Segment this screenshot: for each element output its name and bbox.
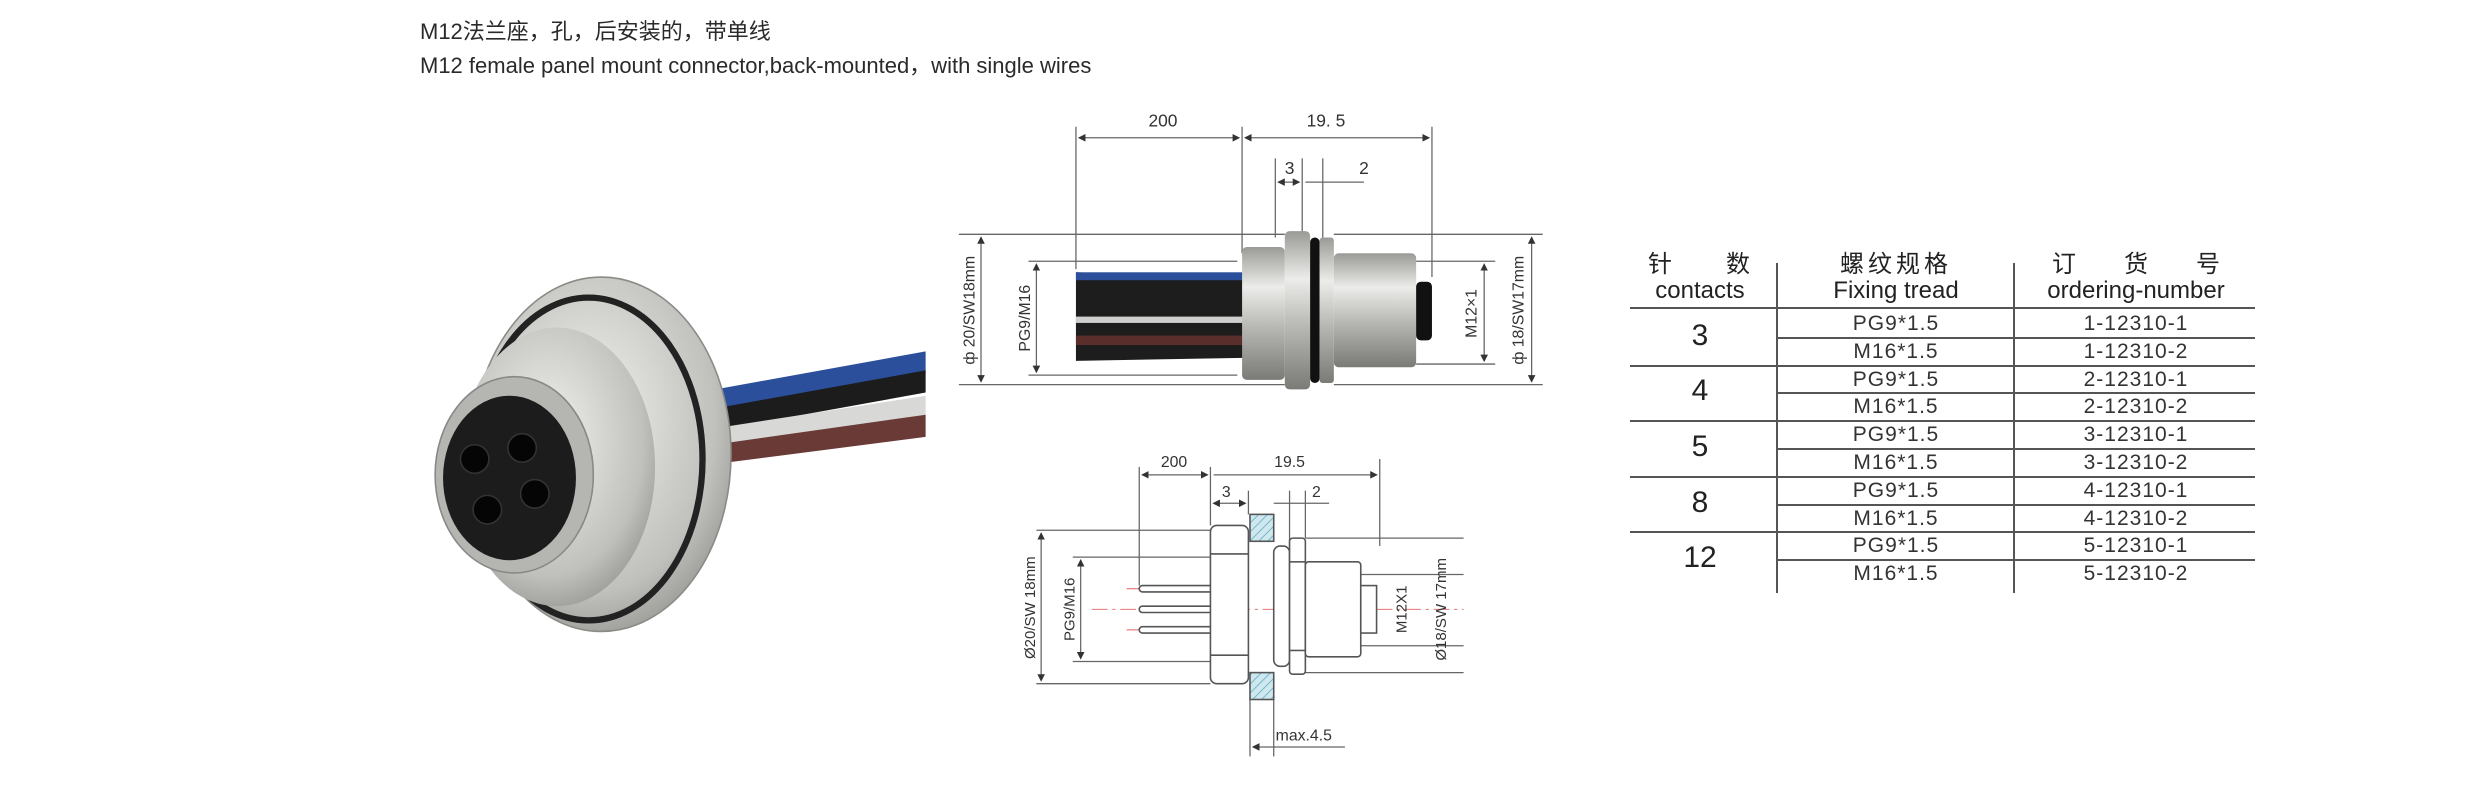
- wires: [680, 351, 926, 469]
- contacts-value: 12: [1683, 541, 1717, 575]
- dim-flange: 2: [1359, 158, 1369, 178]
- header-contacts-cn: 针 数: [1648, 251, 1752, 278]
- dim-flange: 2: [1312, 484, 1321, 501]
- socket-insert: [443, 395, 576, 561]
- contacts-value: 3: [1691, 318, 1709, 352]
- dim-nut: 3: [1285, 158, 1295, 178]
- label-body-diameter: Ø18/SW 17mm: [1433, 558, 1450, 661]
- row-rule: [1776, 559, 2255, 562]
- header-contacts-en: contacts: [1655, 277, 1745, 304]
- dimension-labels-top: 200 19. 5 3 2 ф 20/SW18mm PG9/M16 M12×1 …: [962, 111, 1528, 365]
- thread-value: PG9*1.5: [1852, 423, 1940, 447]
- group-rule: [1630, 531, 2255, 534]
- order-number: 4-12310-2: [2083, 506, 2189, 530]
- header-rule: [1630, 307, 2255, 309]
- connector-side-photo: [1075, 231, 1432, 390]
- title-chinese: M12法兰座，孔，后安装的，带单线: [420, 19, 771, 44]
- column-divider: [2013, 263, 2015, 593]
- header-thread-en: Fixing tread: [1833, 277, 1959, 304]
- dimension-labels-bottom: 200 19.5 3 2 Ø20/SW 18mm PG9/M16 M12X1 Ø…: [1022, 454, 1450, 745]
- panel-section-bottom: [1249, 671, 1275, 701]
- thread-value: M16*1.5: [1853, 562, 1939, 586]
- row-rule: [1776, 336, 2255, 339]
- thread-value: PG9*1.5: [1852, 367, 1940, 391]
- thread-value: PG9*1.5: [1852, 478, 1940, 502]
- label-body-diameter: ф 18/SW17mm: [1511, 256, 1528, 365]
- order-number: 4-12310-1: [2083, 478, 2189, 502]
- order-number: 1-12310-2: [2083, 339, 2189, 363]
- header-order-en: ordering-number: [2047, 277, 2225, 304]
- label-thread: PG9/M16: [1061, 578, 1078, 641]
- dimension-drawing-photo: [958, 126, 1543, 386]
- order-number: 1-12310-1: [2083, 312, 2189, 335]
- contacts-value: 4: [1691, 374, 1709, 408]
- thread-value: M16*1.5: [1853, 451, 1939, 474]
- dim-total-length: 19.5: [1274, 454, 1305, 471]
- title-english: M12 female panel mount connector,back-mo…: [420, 53, 1092, 78]
- thread-value: PG9*1.5: [1852, 312, 1940, 335]
- label-outer-diameter: ф 20/SW18mm: [962, 256, 979, 365]
- label-m12: M12×1: [1463, 289, 1480, 338]
- thread-value: M16*1.5: [1853, 395, 1939, 419]
- group-rule: [1630, 475, 2255, 478]
- thread-value: M16*1.5: [1853, 506, 1939, 530]
- column-divider: [1776, 263, 1778, 593]
- label-m12: M12X1: [1394, 586, 1411, 634]
- order-number: 5-12310-1: [2083, 534, 2189, 558]
- label-thread: PG9/M16: [1017, 285, 1034, 352]
- order-number: 5-12310-2: [2083, 562, 2189, 586]
- thread-value: M16*1.5: [1853, 339, 1939, 363]
- group-rule: [1630, 364, 2255, 367]
- dim-cable-length: 200: [1148, 111, 1177, 131]
- dim-cable-length: 200: [1161, 454, 1188, 471]
- group-rule: [1630, 420, 2255, 423]
- order-number: 3-12310-1: [2083, 423, 2189, 447]
- row-rule: [1776, 392, 2255, 395]
- label-outer-diameter: Ø20/SW 18mm: [1022, 556, 1039, 659]
- row-rule: [1776, 448, 2255, 450]
- dim-total-length: 19. 5: [1307, 111, 1346, 131]
- thread-value: PG9*1.5: [1852, 534, 1940, 558]
- header-order-cn: 订 货 号: [2052, 251, 2220, 278]
- contacts-value: 8: [1691, 485, 1709, 519]
- contacts-value: 5: [1691, 430, 1709, 463]
- row-rule: [1776, 503, 2255, 506]
- connector-section: [1138, 513, 1378, 701]
- order-number: 3-12310-2: [2083, 451, 2189, 474]
- dim-nut: 3: [1222, 484, 1231, 501]
- order-number: 2-12310-2: [2083, 395, 2189, 419]
- ordering-table: 针 数 contacts 螺纹规格 Fixing tread 订 货 号 ord…: [1630, 245, 2255, 595]
- connector-photo: [434, 276, 926, 633]
- order-number: 2-12310-1: [2083, 367, 2189, 391]
- panel-section-top: [1249, 513, 1275, 543]
- header-thread-cn: 螺纹规格: [1840, 251, 1952, 278]
- label-panel-thickness: max.4.5: [1276, 728, 1332, 745]
